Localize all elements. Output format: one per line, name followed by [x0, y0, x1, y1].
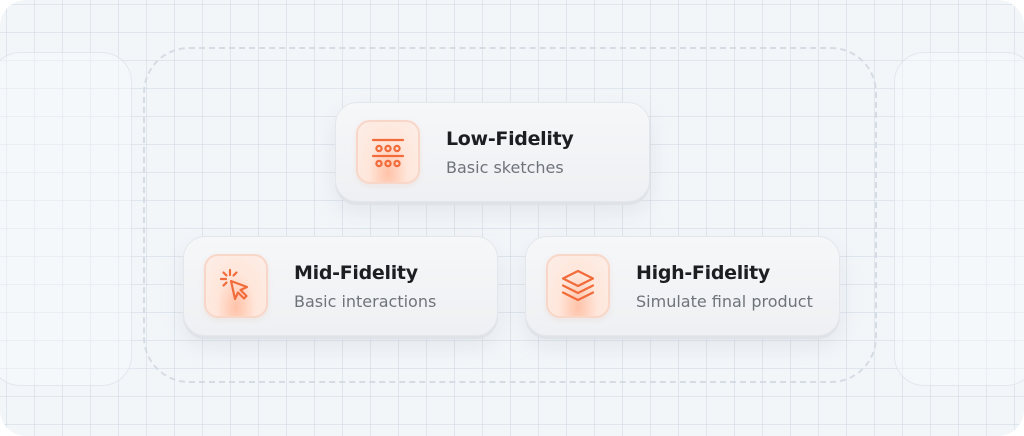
- card-title: Mid-Fidelity: [294, 261, 418, 284]
- grid-dots-icon: [356, 120, 420, 184]
- card-low-fidelity: Low-Fidelity Basic sketches: [335, 102, 650, 202]
- card-subtitle: Simulate final product: [636, 291, 813, 311]
- right-side-panel: [894, 52, 1024, 386]
- card-subtitle: Basic interactions: [294, 291, 437, 311]
- card-subtitle: Basic sketches: [446, 157, 564, 177]
- left-side-panel: [0, 52, 132, 386]
- dashed-group-frame: [143, 47, 877, 383]
- card-mid-fidelity: Mid-Fidelity Basic interactions: [183, 236, 498, 336]
- cursor-click-icon: [204, 254, 268, 318]
- layers-icon: [546, 254, 610, 318]
- card-high-fidelity: High-Fidelity Simulate final product: [525, 236, 840, 336]
- card-title: Low-Fidelity: [446, 127, 574, 150]
- card-title: High-Fidelity: [636, 261, 770, 284]
